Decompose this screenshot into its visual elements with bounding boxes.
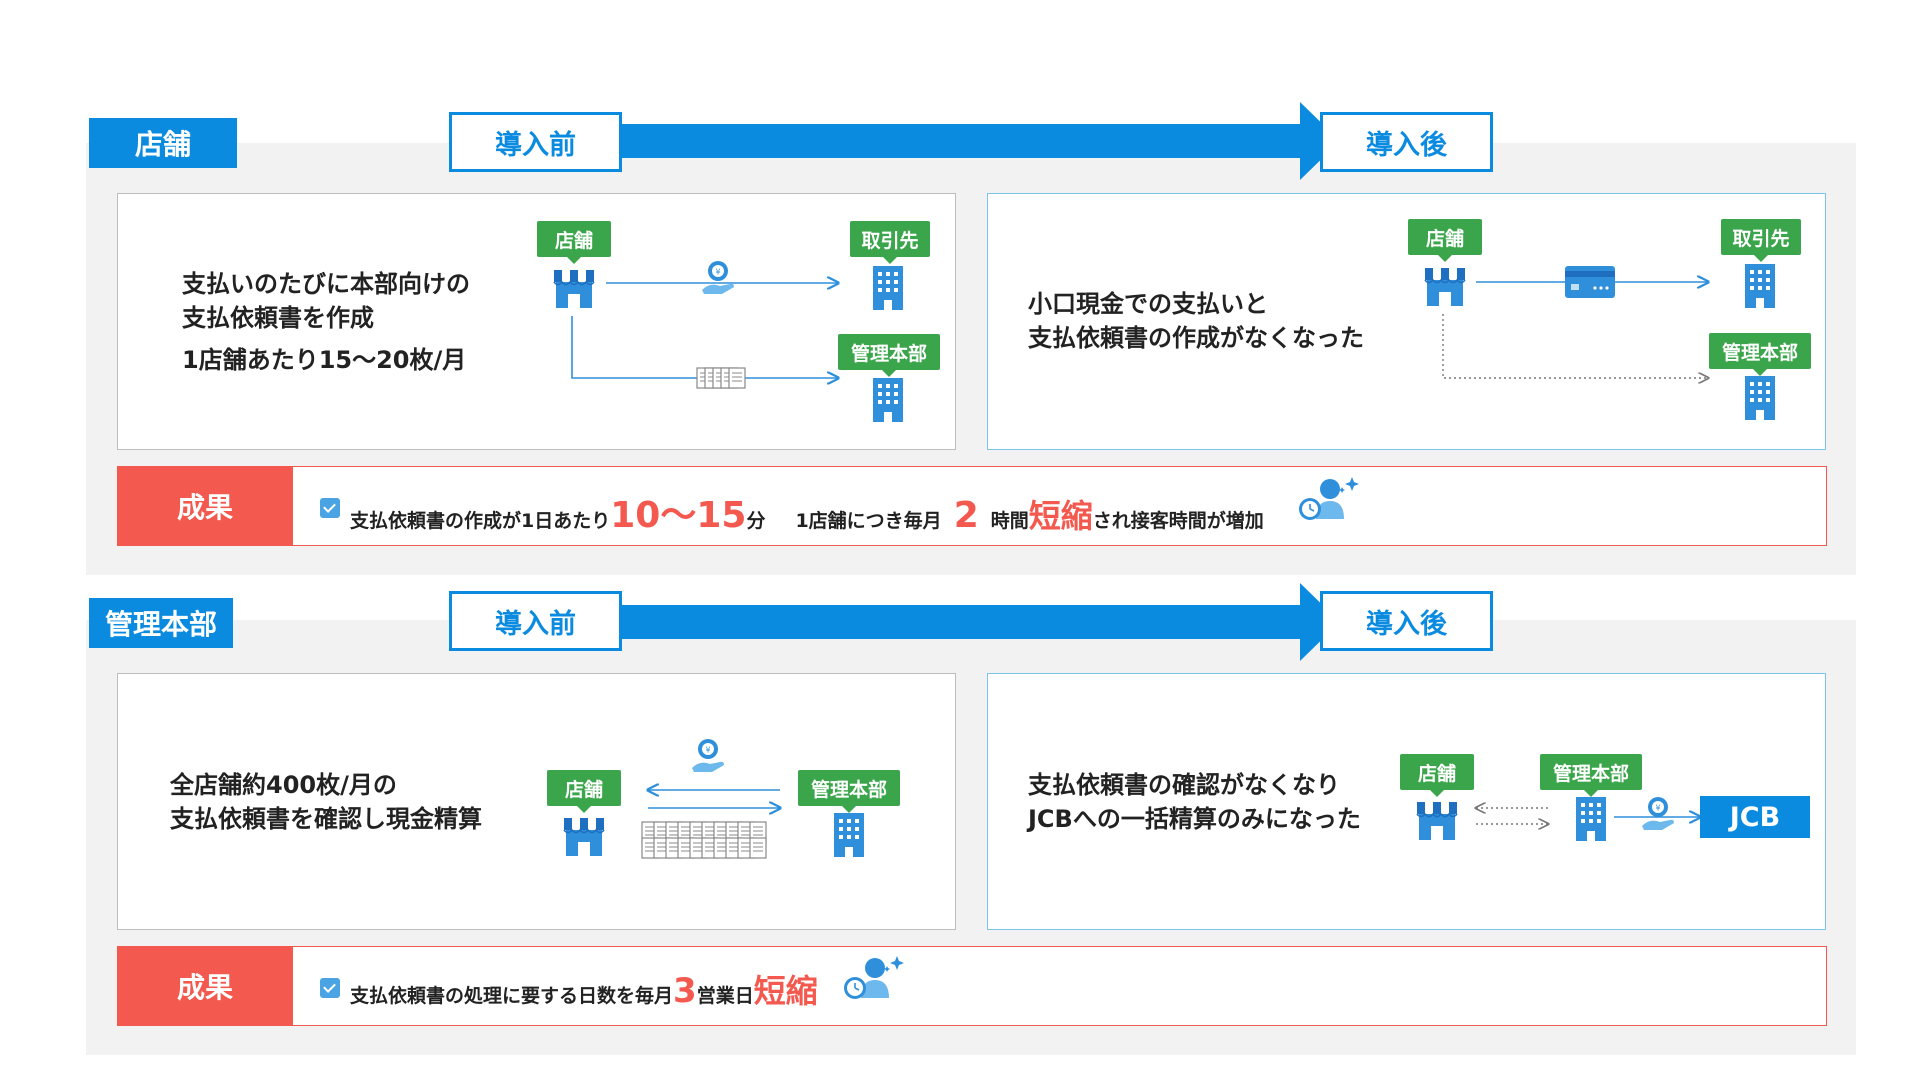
- store-before-desc-3: 1店舗あたり15〜20枚/月: [182, 346, 467, 374]
- tag-partner: 取引先: [1721, 219, 1801, 262]
- phase-before-label: 導入前: [449, 591, 622, 651]
- store-before-desc-2: 支払依頼書を作成: [182, 304, 374, 332]
- result-text-part: 1店舗につき毎月: [795, 510, 942, 532]
- hq-after-desc-1: 支払依頼書の確認がなくなり: [1028, 771, 1340, 799]
- tag-hq: 管理本部: [838, 334, 940, 377]
- result-text-part: され接客時間が増加: [1092, 510, 1264, 532]
- before-after-arrow: [620, 583, 1340, 661]
- result-highlight-shorten: 短縮: [753, 972, 818, 1010]
- result-highlight-minutes: 10〜15: [610, 495, 747, 536]
- store-before-desc-1: 支払いのたびに本部向けの: [182, 270, 470, 298]
- result-text-part: 支払依頼書の処理に要する日数を毎月: [350, 985, 674, 1007]
- store-after-box: [987, 193, 1826, 450]
- phase-before-label: 導入前: [449, 112, 622, 172]
- tag-store: 店舗: [537, 221, 611, 264]
- phase-after-label: 導入後: [1320, 591, 1493, 651]
- result-highlight-hours: 2: [953, 495, 979, 536]
- store-result-text: 支払依頼書の作成が1日あたり 10〜15 分 1店舗につき毎月 2 時間 短縮 …: [320, 486, 1264, 536]
- result-text-part: 支払依頼書の作成が1日あたり: [350, 510, 611, 532]
- tag-hq: 管理本部: [1540, 754, 1642, 797]
- checkbox-icon: [320, 498, 340, 518]
- jcb-logo-box: JCB: [1700, 796, 1810, 838]
- hq-after-box: [987, 673, 1826, 930]
- hq-result-box: [117, 946, 1827, 1026]
- hq-before-desc-2: 支払依頼書を確認し現金精算: [170, 805, 482, 833]
- hq-after-desc-2: JCBへの一括精算のみになった: [1028, 805, 1361, 833]
- tag-partner: 取引先: [850, 221, 930, 264]
- result-text-part: 分: [746, 510, 766, 532]
- section-tag-store: 店舗: [89, 118, 237, 168]
- result-highlight-shorten: 短縮: [1028, 497, 1093, 535]
- result-text-part: 時間: [990, 510, 1029, 532]
- store-after-desc-1: 小口現金での支払いと: [1028, 290, 1268, 318]
- result-highlight-days: 3: [673, 971, 697, 1011]
- yen-hand-icon: [1642, 797, 1674, 830]
- tag-hq: 管理本部: [798, 770, 900, 813]
- before-after-arrow: [620, 102, 1340, 180]
- result-text-part: 営業日: [696, 985, 754, 1007]
- section-tag-hq: 管理本部: [89, 598, 233, 648]
- store-after-desc-2: 支払依頼書の作成がなくなった: [1028, 324, 1364, 352]
- tag-store: 店舗: [547, 770, 621, 813]
- tag-hq: 管理本部: [1709, 333, 1811, 376]
- store-result-box: [117, 466, 1827, 546]
- checkbox-icon: [320, 978, 340, 998]
- store-result-label: 成果: [117, 466, 293, 546]
- tag-store: 店舗: [1400, 754, 1474, 797]
- time-saving-person-icon: [843, 955, 905, 1000]
- hq-result-label: 成果: [117, 946, 293, 1026]
- hq-result-text: 支払依頼書の処理に要する日数を毎月 3 営業日 短縮: [320, 966, 818, 1011]
- hq-before-desc-1: 全店舗約400枚/月の: [170, 771, 397, 799]
- phase-after-label: 導入後: [1320, 112, 1493, 172]
- tag-store: 店舗: [1408, 219, 1482, 262]
- store-before-box: [117, 193, 956, 450]
